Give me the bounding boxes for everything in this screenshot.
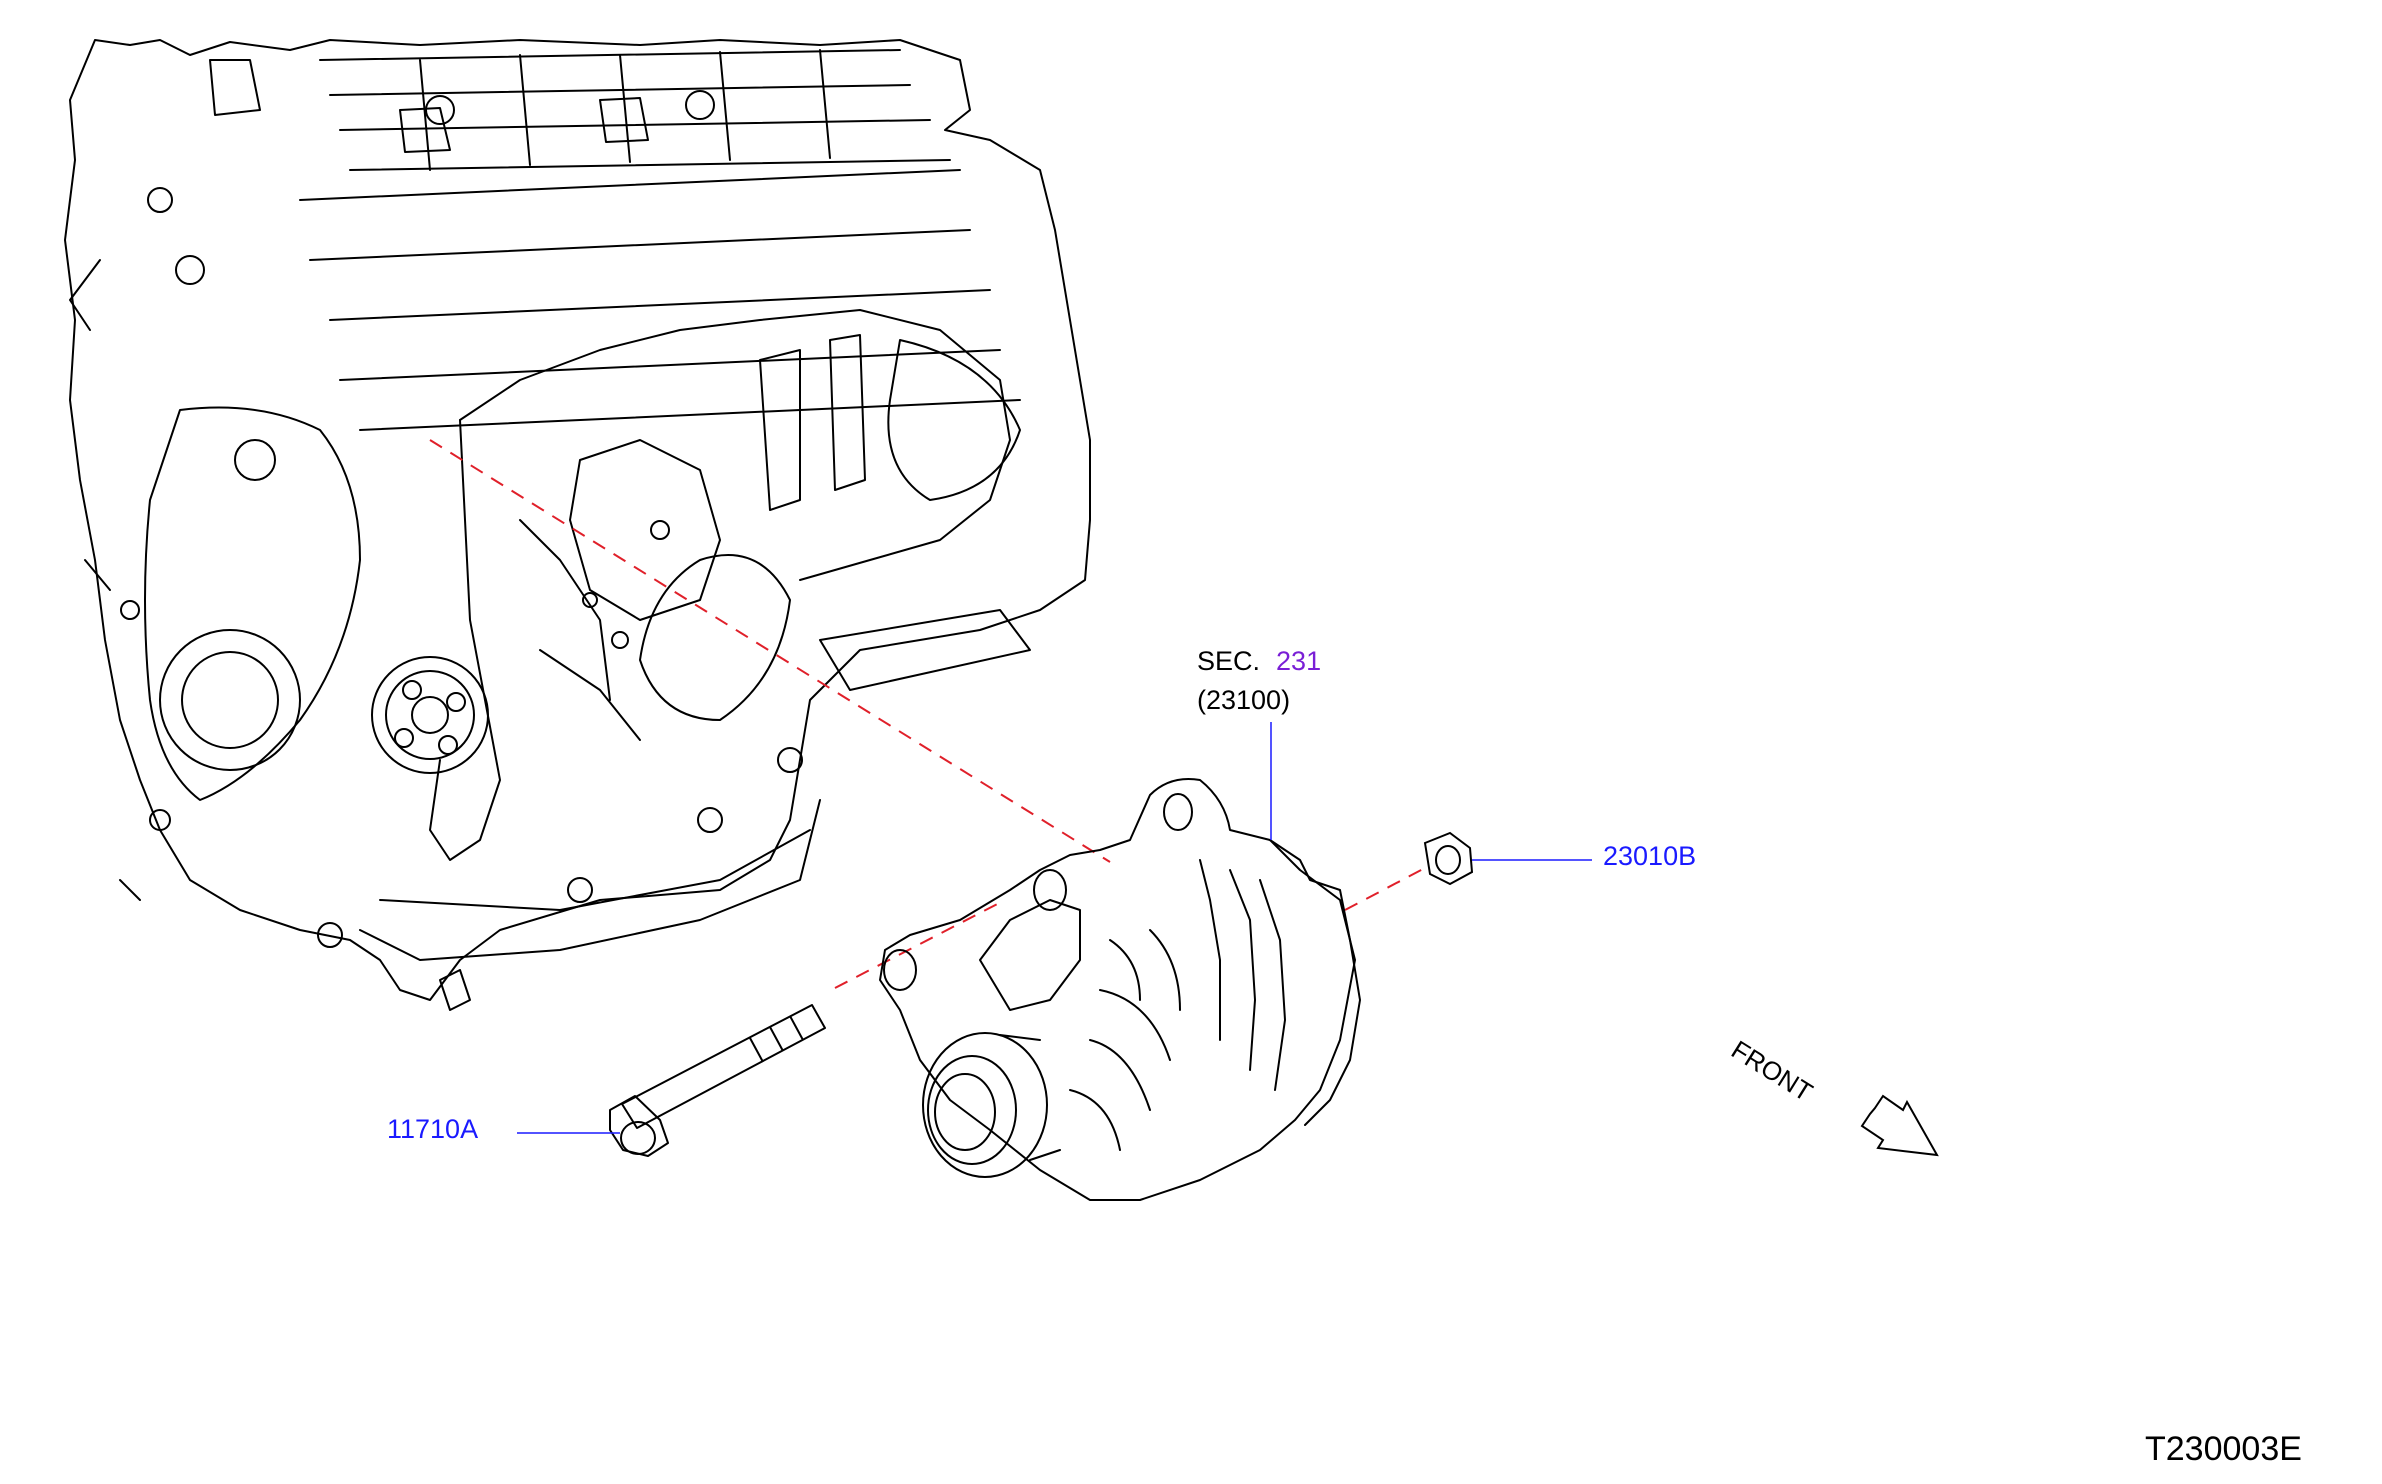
lower-mounting-line (834, 899, 1006, 989)
mounting-lines (429, 439, 1426, 989)
section-reference-line: SEC. 231 (1197, 646, 1321, 677)
nut-23010b-drawing (1423, 831, 1474, 886)
section-reference: SEC. 231 (23100) (1197, 646, 1321, 716)
bolt-11710a-drawing (609, 1004, 826, 1157)
front-arrow-icon (1860, 1094, 1939, 1157)
section-number-link[interactable]: 231 (1276, 646, 1322, 676)
engine-block-drawing (64, 39, 1091, 1011)
section-sub-number: (23100) (1197, 685, 1291, 715)
diagram-code: T230003E (2145, 1430, 2302, 1468)
part-label-11710a[interactable]: 11710A (387, 1114, 479, 1144)
section-prefix: SEC. (1197, 646, 1261, 676)
leader-lines (517, 722, 1592, 1134)
upper-mounting-line (429, 439, 1111, 863)
rear-mounting-line (1344, 867, 1426, 911)
part-label-23010b[interactable]: 23010B (1603, 841, 1697, 871)
alternator-drawing (879, 778, 1361, 1201)
